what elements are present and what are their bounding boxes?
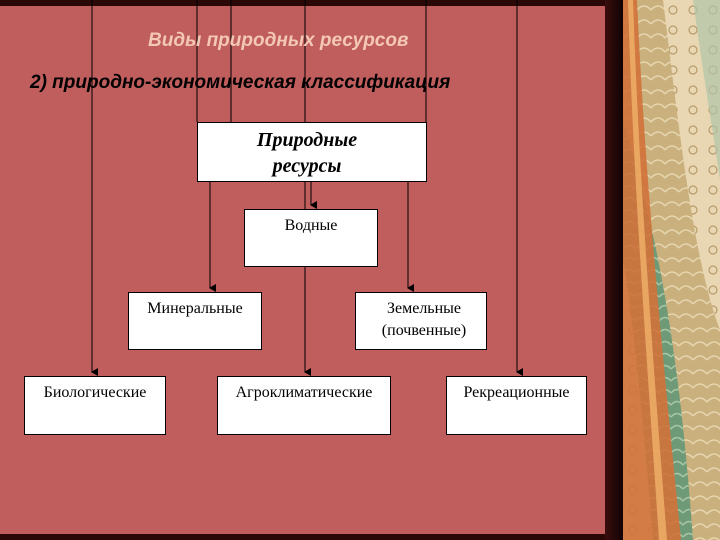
node-land-label: Земельные (почвенные) [381,300,467,339]
node-recreational: Рекреационные [446,376,587,435]
slide-frame-right [605,0,623,540]
connector-lines [91,0,523,376]
node-land: Земельные (почвенные) [355,292,487,350]
slide-frame-bottom [0,534,620,540]
slide: Виды природных ресурсов 2) природно-экон… [0,0,620,540]
decorative-ornament-panel [623,0,720,540]
node-natural-resources-label: Природные ресурсы [256,129,358,177]
node-mineral: Минеральные [128,292,262,350]
node-mineral-label: Минеральные [147,300,243,317]
node-recreational-label: Рекреационные [463,384,570,401]
node-agroclimatic-label: Агроклиматические [235,384,373,401]
slide-subtitle: 2) природно-экономическая классификация [30,72,451,93]
slide-title: Виды природных ресурсов [148,30,409,51]
node-water: Водные [244,209,378,267]
slide-frame-top [0,0,620,6]
node-water-label: Водные [284,217,338,234]
node-biological: Биологические [24,376,166,435]
node-agroclimatic: Агроклиматические [217,376,391,435]
node-biological-label: Биологические [43,384,147,401]
node-natural-resources: Природные ресурсы [197,122,427,182]
